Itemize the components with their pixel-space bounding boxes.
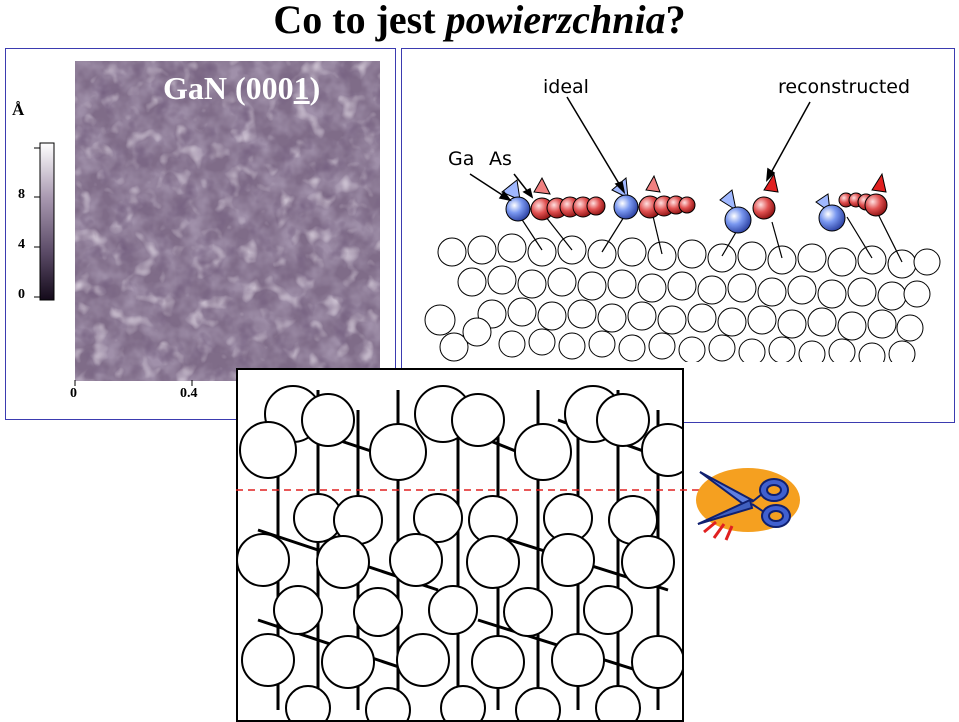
surface-structure-diagram bbox=[402, 62, 952, 362]
afm-image bbox=[75, 61, 380, 381]
scissors-icon bbox=[690, 462, 802, 542]
sample-label: GaN (0001) bbox=[163, 70, 320, 107]
x-tick: 0.4 bbox=[180, 386, 198, 402]
scale-unit: Å bbox=[12, 100, 24, 120]
x-tick: 0 bbox=[70, 386, 77, 402]
label-reconstructed: reconstructed bbox=[778, 76, 910, 98]
page-title: Co to jest powierzchnia? bbox=[0, 0, 959, 44]
crystal-lattice-drawing bbox=[238, 370, 682, 720]
label-ga: Ga bbox=[448, 148, 474, 170]
label-ideal: ideal bbox=[543, 76, 589, 98]
label-as: As bbox=[489, 148, 512, 170]
scale-tick: 4 bbox=[18, 237, 25, 253]
height-scale-bar bbox=[20, 140, 60, 305]
scale-tick: 0 bbox=[18, 287, 25, 303]
crystal-cross-section bbox=[236, 368, 684, 722]
scale-tick: 8 bbox=[18, 187, 25, 203]
cut-line bbox=[236, 485, 706, 495]
